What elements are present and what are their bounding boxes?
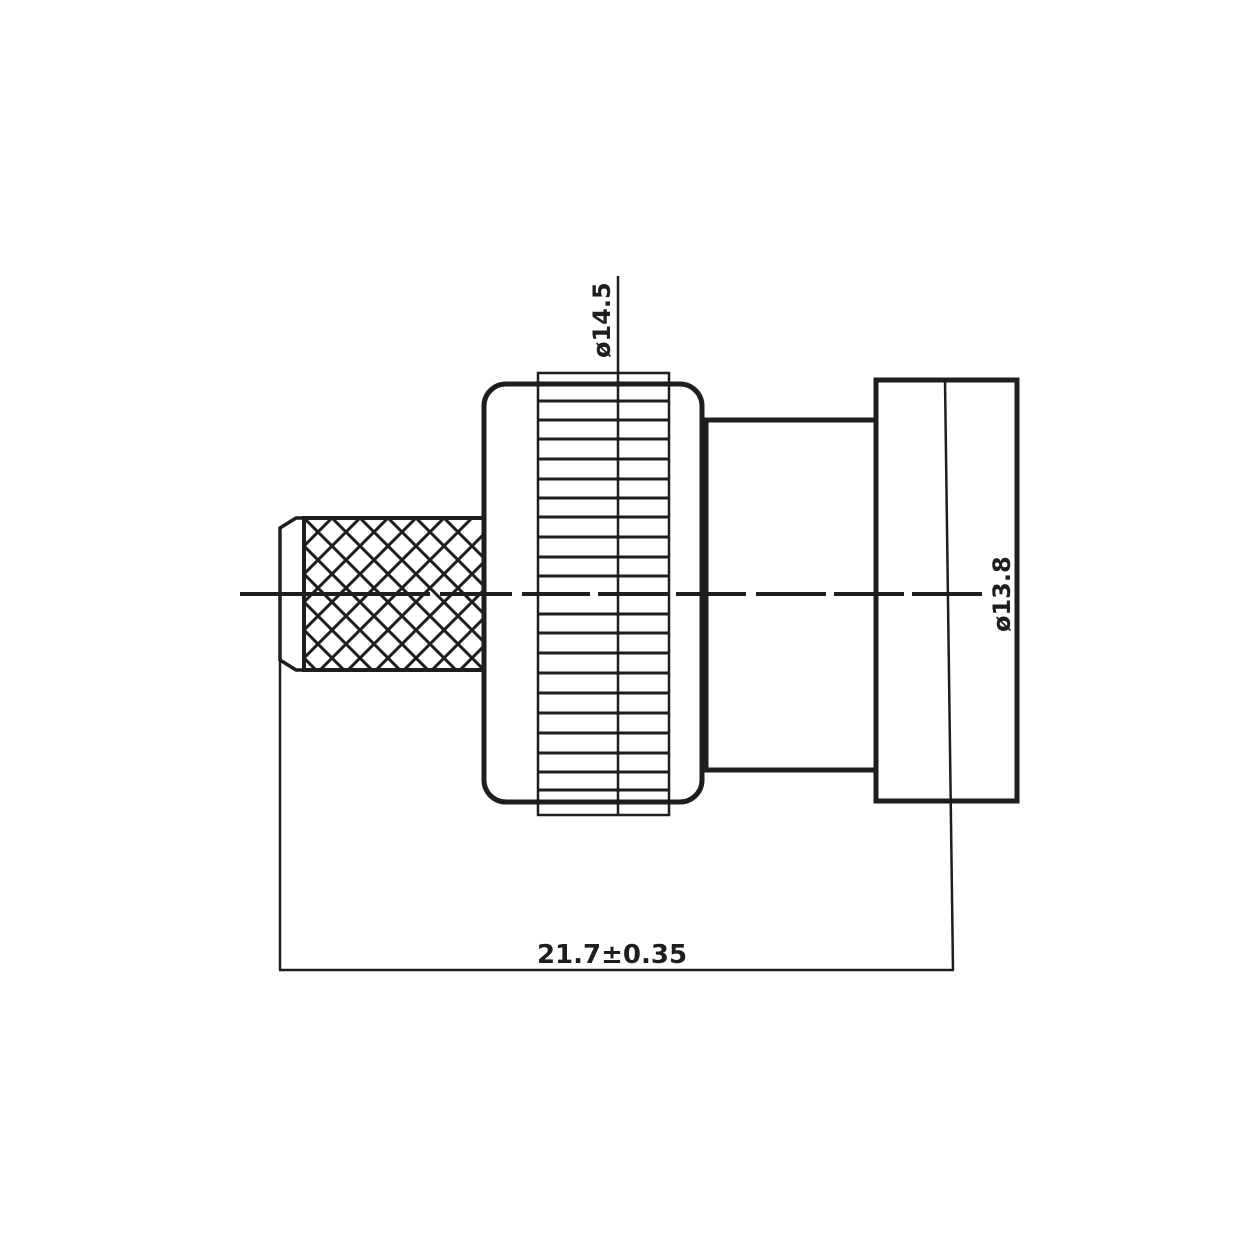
rear-diameter-extension-line: [943, 379, 955, 971]
knurl-diameter-label: ø14.5: [588, 282, 616, 358]
rear-body: [873, 377, 1020, 804]
rear-diameter-label: ø13.8: [988, 556, 1016, 632]
overall-length-label: 21.7±0.35: [537, 940, 687, 970]
